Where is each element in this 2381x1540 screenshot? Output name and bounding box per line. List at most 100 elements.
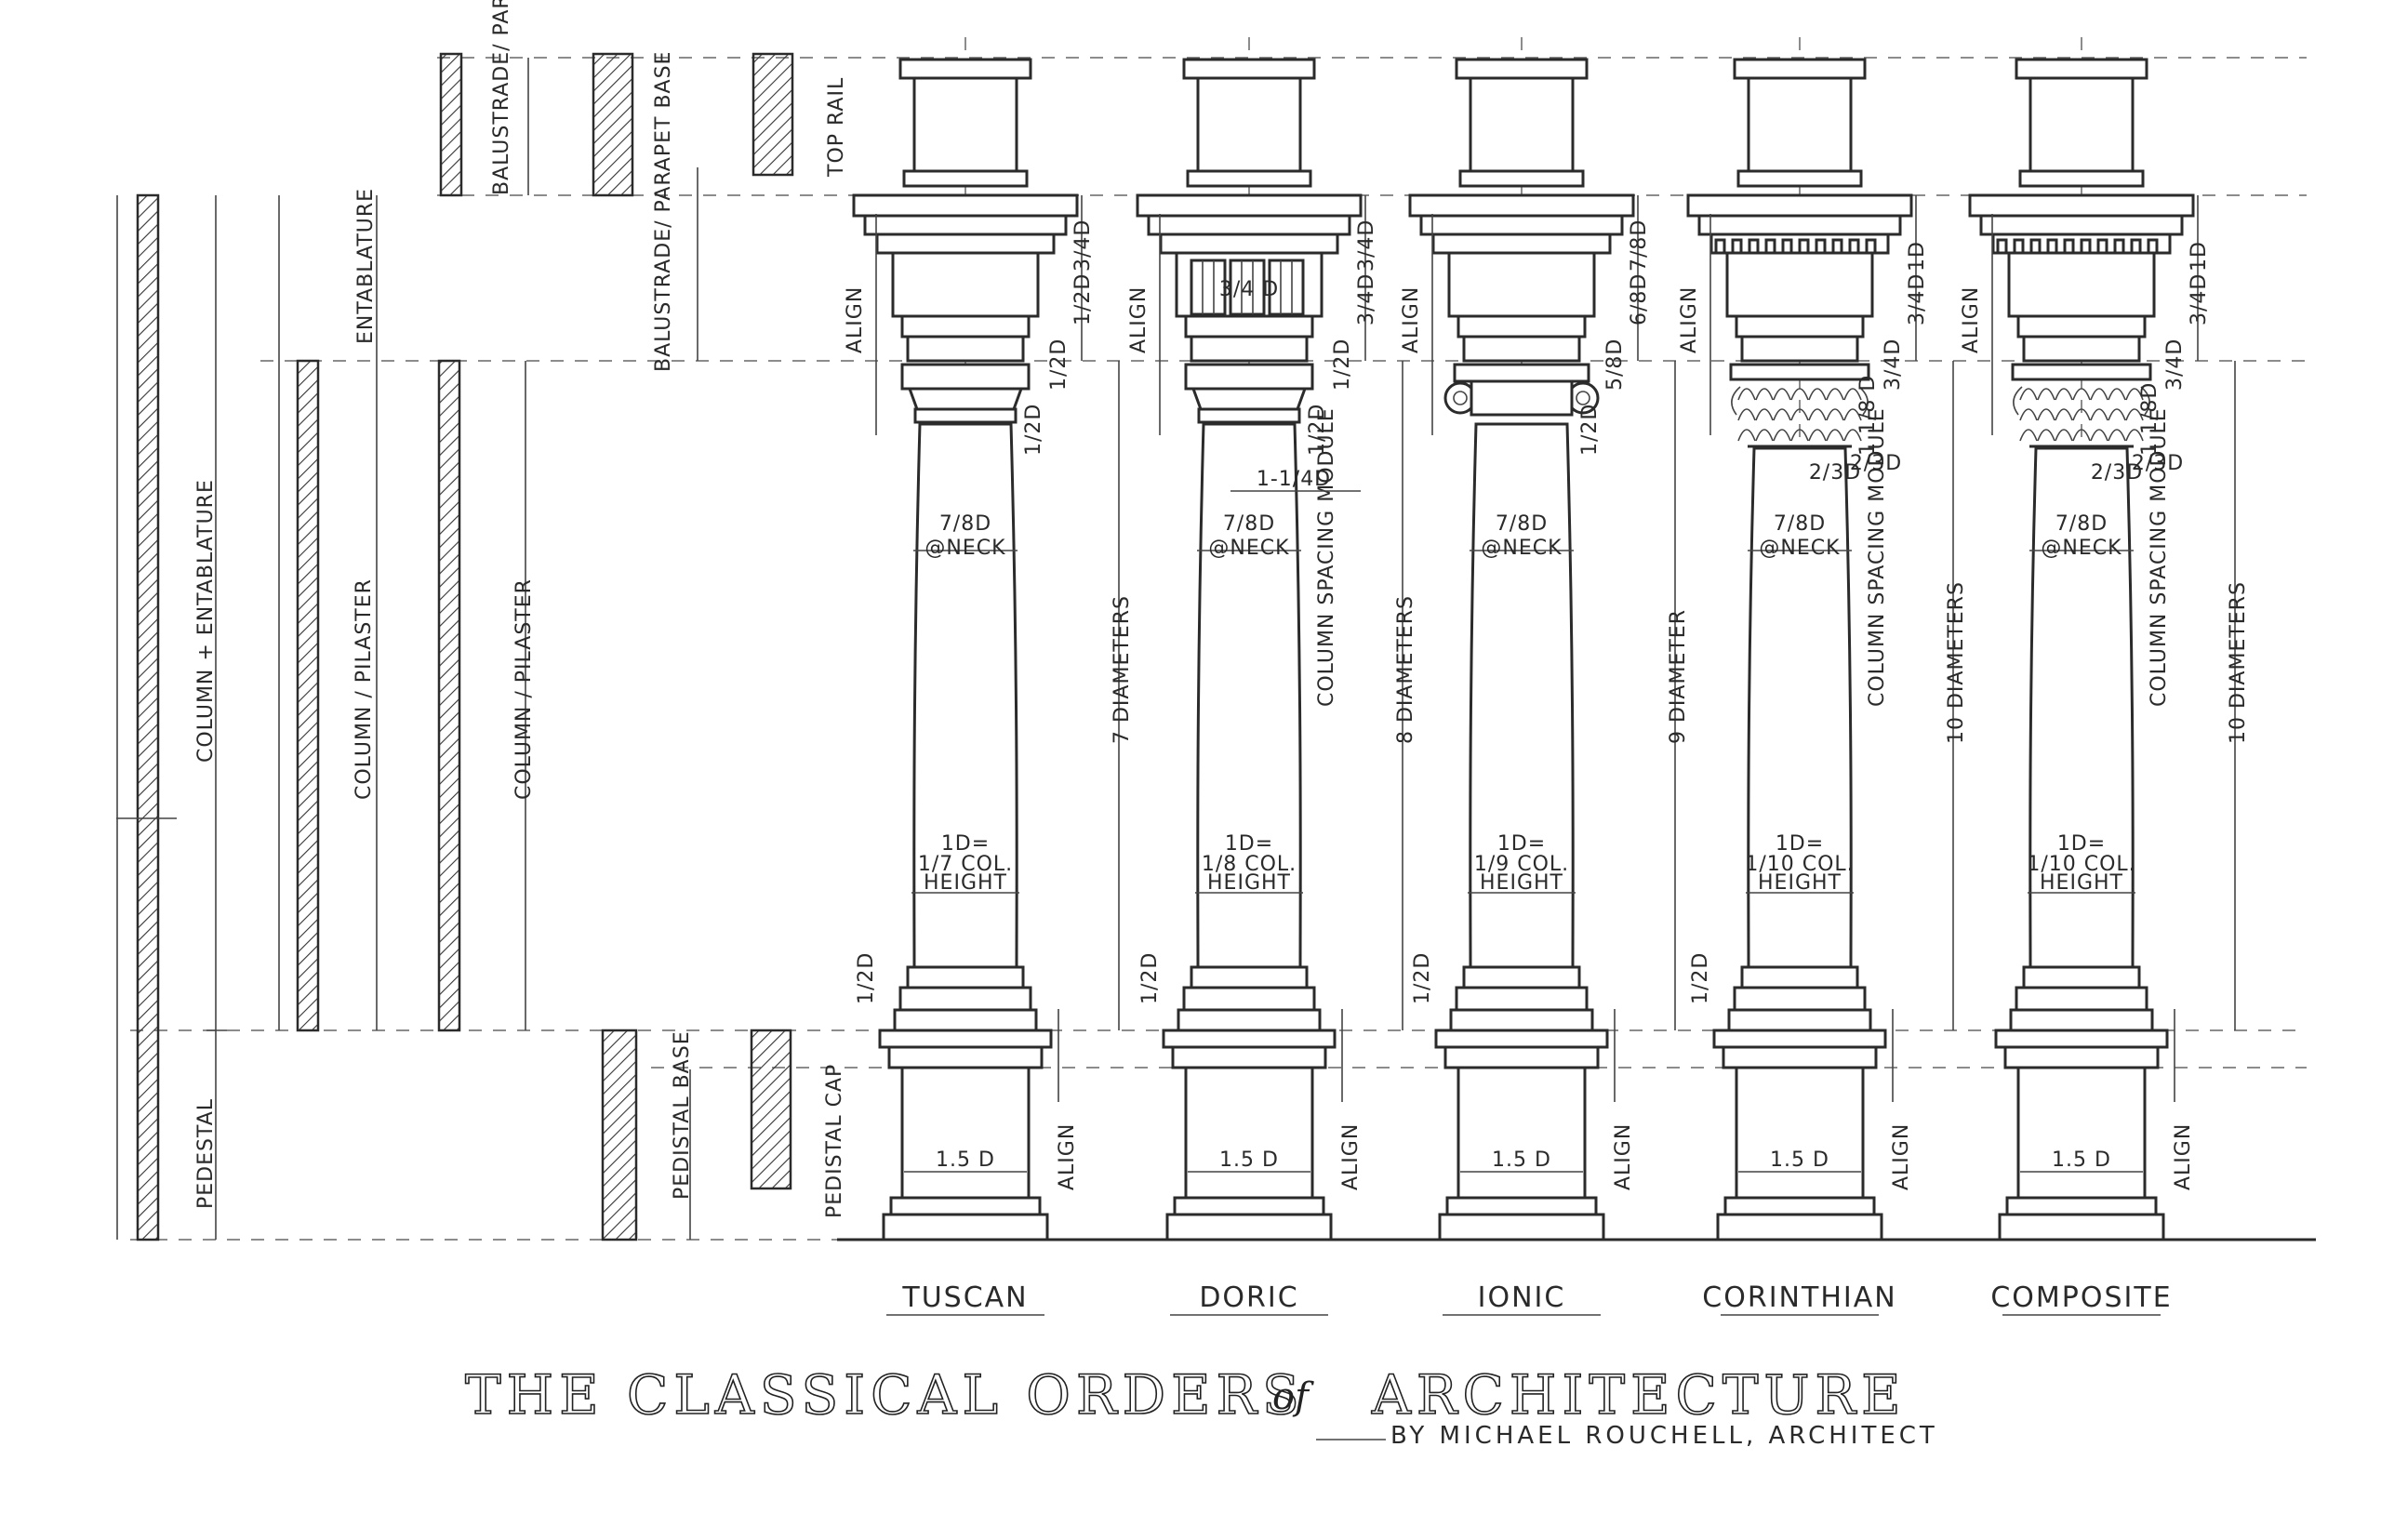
- ent-dim-frieze: 3/4D: [2188, 273, 2211, 325]
- ent-dim-frieze: 3/4D: [1906, 273, 1929, 325]
- base-torus-lower: [2015, 986, 2148, 1012]
- base-width-dim: 1.5 D: [1770, 1148, 1829, 1172]
- base-torus-upper: [2022, 965, 2141, 989]
- architrave-upper: [1457, 314, 1587, 339]
- neck-note: @NECK: [924, 537, 1005, 560]
- acanthus-leaf: [2037, 408, 2055, 421]
- base-height-dim: 1/2D: [855, 952, 878, 1004]
- dentil: [1781, 238, 1793, 255]
- acanthus-leaf: [1773, 388, 1791, 401]
- dentil: [2147, 238, 2159, 255]
- ent-dim-architrave: 3/4D: [1882, 339, 1905, 391]
- triglyph-dim: 3/4 D: [1219, 278, 1279, 301]
- module-fraction: 1/8 COL.: [1202, 853, 1297, 876]
- acanthus-leaf: [2125, 388, 2144, 401]
- neck-note: @NECK: [1759, 537, 1840, 560]
- dentil: [1798, 238, 1810, 255]
- module-height: HEIGHT: [1480, 871, 1563, 895]
- architrave-lower: [2022, 335, 2141, 363]
- acanthus-leaf: [2019, 408, 2038, 421]
- pedestal-die: [1457, 1066, 1587, 1200]
- neck-dim: 7/8D: [1223, 512, 1275, 536]
- base-height-dim: 1/2D: [1138, 952, 1162, 1004]
- module-dim: 1D=: [2057, 832, 2106, 856]
- parapet-top-rail: [898, 58, 1032, 80]
- dentil: [1714, 238, 1726, 255]
- parapet-top-rail: [2015, 58, 2148, 80]
- module-height: HEIGHT: [924, 871, 1007, 895]
- parapet-top-rail: [1455, 58, 1589, 80]
- scale-labels: COLUMN + ENTABLATURE PEDESTAL ENTABLATUR…: [194, 0, 848, 1218]
- plinth: [893, 1008, 1038, 1032]
- dentil: [2080, 238, 2092, 255]
- module-fraction: 1/10 COL.: [1745, 853, 1854, 876]
- acanthus-leaf: [2055, 388, 2073, 401]
- dentil: [1815, 238, 1827, 255]
- parapet-body: [912, 76, 1018, 173]
- acanthus-leaf: [1808, 429, 1827, 442]
- acanthus-leaf: [2108, 408, 2126, 421]
- parapet-base: [1458, 169, 1585, 188]
- module-fraction: 1/10 COL.: [2027, 853, 2135, 876]
- parapet-body: [1747, 76, 1853, 173]
- pedestal-base: [1716, 1213, 1883, 1241]
- acanthus-leaf: [2055, 408, 2073, 421]
- dentil: [1764, 238, 1776, 255]
- necking: [913, 407, 1018, 424]
- align-label-top: ALIGN: [844, 286, 867, 353]
- frieze: [2007, 251, 2156, 318]
- plinth: [1177, 1008, 1322, 1032]
- pedestal-base-moulding: [2005, 1196, 2158, 1216]
- height-dim: 9 DIAMETER: [1667, 609, 1690, 744]
- height-dim: 8 DIAMETERS: [1394, 595, 1417, 744]
- acanthus-leaf: [2019, 429, 2038, 442]
- title-block: THE CLASSICAL ORDERS of ARCHITECTURE BY …: [464, 1362, 1938, 1450]
- byline: BY MICHAEL ROUCHELL, ARCHITECT: [1390, 1422, 1938, 1450]
- align-label-top: ALIGN: [1960, 286, 1983, 353]
- ent-dim-cornice: 3/4D: [1355, 219, 1378, 272]
- parapet-body: [2029, 76, 2135, 173]
- ent-dim-architrave: 5/8D: [1603, 339, 1627, 391]
- order-name: COMPOSITE: [1990, 1281, 2172, 1314]
- dentil: [2063, 238, 2075, 255]
- module-fraction: 1/7 COL.: [918, 853, 1013, 876]
- label-balustrade-parapet-base: BALUSTRADE/ PARAPET BASE: [652, 51, 675, 372]
- dentil: [2113, 238, 2125, 255]
- neck-note: @NECK: [1208, 537, 1289, 560]
- acanthus-leaf: [1826, 408, 1844, 421]
- pedestal-cap: [1994, 1029, 2169, 1049]
- acanthus-leaf: [1790, 429, 1809, 442]
- scale-bar-balustrade-cells: [592, 52, 634, 197]
- architrave-upper: [900, 314, 1031, 339]
- scale-bar-balustrade: [439, 52, 463, 197]
- architrave-upper: [1184, 314, 1314, 339]
- acanthus-leaf: [2072, 408, 2091, 421]
- neck-dim: 7/8D: [939, 512, 991, 536]
- align-label-top: ALIGN: [1400, 286, 1423, 353]
- order-name: CORINTHIAN: [1702, 1281, 1896, 1314]
- label-column-pilaster-2: COLUMN / PILASTER: [512, 578, 536, 800]
- acanthus-leaf: [1808, 408, 1827, 421]
- acanthus-leaf: [1843, 388, 1862, 401]
- triglyph: [1268, 259, 1305, 316]
- acanthus-leaf: [2037, 429, 2055, 442]
- capital-split-right: 2/3D: [1850, 452, 1902, 475]
- base-torus-lower: [898, 986, 1032, 1012]
- column-spacing-module: COLUMN SPACING MODULE: [1866, 407, 1889, 707]
- echinus: [907, 387, 1024, 411]
- cornice-bed: [1431, 232, 1612, 255]
- scale-bar-pedistal-cap: [750, 1029, 792, 1190]
- plinth: [1727, 1008, 1872, 1032]
- neck-note: @NECK: [1481, 537, 1562, 560]
- cornice-top: [1408, 193, 1635, 218]
- acanthus-leaf: [2019, 388, 2038, 401]
- base-torus-upper: [1740, 965, 1859, 989]
- cornice-mid: [863, 214, 1068, 236]
- acanthus-leaf: [1737, 408, 1756, 421]
- acanthus-leaf: [2108, 429, 2126, 442]
- frieze: [1447, 251, 1596, 318]
- abacus: [1729, 363, 1870, 381]
- base-width-dim: 1.5 D: [936, 1148, 995, 1172]
